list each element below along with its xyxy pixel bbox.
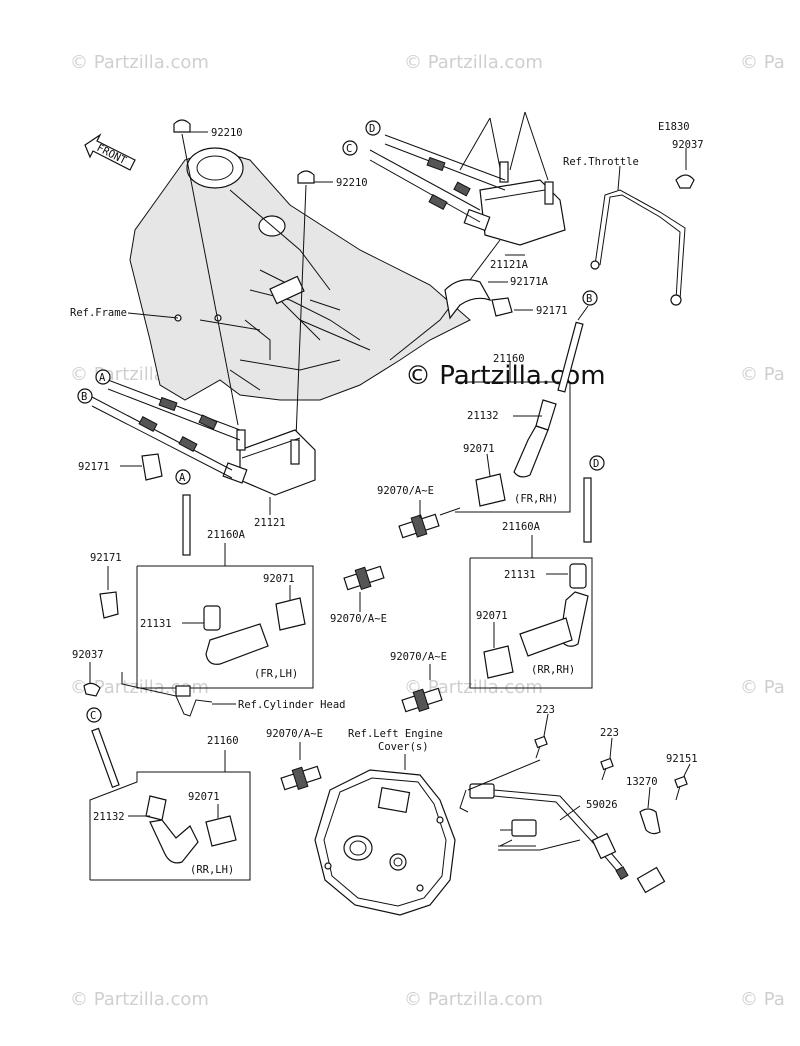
callout-b-left: B <box>77 388 93 404</box>
label-92171-a: 92171 <box>536 305 568 317</box>
label-92171-c: 92171 <box>90 552 122 564</box>
label-92037-b: 92037 <box>72 649 104 661</box>
spark-plug-d <box>280 765 322 791</box>
label-92037-a: 92037 <box>672 139 704 151</box>
callout-d-right: D <box>589 455 605 471</box>
watermark-edge: © Pa <box>740 677 785 698</box>
diagram-code: E1830 <box>658 121 690 133</box>
coil-21121a-drawing <box>369 134 566 246</box>
box-fr-rh: 21160 B 21132 92071 (FR,RH) <box>455 290 598 513</box>
coil-21121-drawing <box>91 379 316 496</box>
nut-92210-b <box>297 170 315 184</box>
label-92171a: 92171A <box>510 276 549 288</box>
label-223-a: 223 <box>536 704 555 716</box>
svg-text:C: C <box>346 143 352 155</box>
clip-92171-a <box>491 297 513 317</box>
ref-frame: Ref.Frame <box>70 307 127 319</box>
label-92210-b: 92210 <box>336 177 368 189</box>
label-21121a: 21121A <box>490 259 529 271</box>
label-92070-c: 92070/A~E <box>390 651 447 663</box>
watermark: © Partzilla.com <box>70 989 209 1010</box>
callout-d-top: D <box>365 120 381 136</box>
plug-lead-d <box>583 477 592 543</box>
label-92071-b: 92071 <box>263 573 295 585</box>
tag-fr-rh: (FR,RH) <box>514 493 558 505</box>
ref-throttle: Ref.Throttle <box>563 156 639 168</box>
bolt-223-a <box>534 735 548 759</box>
watermark: © Partzilla.com <box>70 52 209 73</box>
label-21160-b: 21160 <box>207 735 239 747</box>
watermark-edge: © Pa <box>740 989 785 1010</box>
throttle-bracket-drawing <box>590 174 695 306</box>
watermark: © Partzilla.com <box>404 989 543 1010</box>
label-92171-b: 92171 <box>78 461 110 473</box>
spark-plug-a <box>398 507 461 539</box>
watermark-edge: © Pa <box>740 52 785 73</box>
label-21160a-a: 21160A <box>207 529 246 541</box>
label-21132-b: 21132 <box>93 811 125 823</box>
box-rr-rh: 21131 92071 (RR,RH) <box>469 557 593 689</box>
watermark: © Partzilla.com <box>404 52 543 73</box>
bolt-92151-drawing <box>674 775 688 801</box>
svg-text:D: D <box>593 458 599 470</box>
clip-92171-c <box>99 591 119 619</box>
label-21121: 21121 <box>254 517 286 529</box>
label-21160-a: 21160 <box>493 353 525 365</box>
label-92070-a: 92070/A~E <box>377 485 434 497</box>
ref-engine-cover-1: Ref.Left Engine <box>348 728 443 740</box>
label-92071-c: 92071 <box>476 610 508 622</box>
spark-plug-c <box>401 687 443 713</box>
label-21132-a: 21132 <box>467 410 499 422</box>
engine-cover-drawing <box>314 769 456 916</box>
plug-lead-a <box>182 494 191 556</box>
callout-a-left: A <box>95 369 111 385</box>
ref-cylinder-head: Ref.Cylinder Head <box>238 699 345 711</box>
label-92071-d: 92071 <box>188 791 220 803</box>
wiring-59026-drawing <box>459 783 666 894</box>
box-fr-lh: 21131 92071 (FR,LH) <box>136 565 314 689</box>
spark-plug-b <box>343 565 385 591</box>
front-arrow-icon: FRONT <box>84 133 136 171</box>
clip-92171-b <box>141 453 163 481</box>
tag-fr-lh: (FR,LH) <box>254 668 298 680</box>
callout-a-mid: A <box>175 469 191 485</box>
callout-c-top: C <box>342 140 358 156</box>
clamp-92171a-drawing <box>444 279 492 320</box>
label-92070-b: 92070/A~E <box>330 613 387 625</box>
center-watermark: © Partzilla.com <box>405 361 606 391</box>
tag-rr-lh: (RR,LH) <box>190 864 234 876</box>
label-21131-a: 21131 <box>140 618 172 630</box>
label-92210-a: 92210 <box>211 127 243 139</box>
svg-text:A: A <box>179 472 186 484</box>
watermark-edge: © Pa <box>740 364 785 385</box>
label-92151: 92151 <box>666 753 698 765</box>
clamp-13270-drawing <box>639 808 661 835</box>
front-label: FRONT <box>95 142 129 167</box>
label-21160a-b: 21160A <box>502 521 541 533</box>
label-223-b: 223 <box>600 727 619 739</box>
tag-rr-rh: (RR,RH) <box>531 664 575 676</box>
frame-drawing <box>129 147 471 401</box>
svg-text:B: B <box>586 293 592 305</box>
svg-text:B: B <box>81 391 87 403</box>
ref-engine-cover-2: Cover(s) <box>378 741 429 753</box>
label-21131-b: 21131 <box>504 569 536 581</box>
bolt-223-b <box>600 757 614 781</box>
nut-92210-a <box>173 119 191 133</box>
callout-b-right: B <box>582 290 598 306</box>
callout-c-low: C <box>86 707 102 723</box>
cyl-head-bracket-drawing <box>83 672 213 717</box>
label-13270: 13270 <box>626 776 658 788</box>
svg-text:C: C <box>90 710 96 722</box>
label-59026: 59026 <box>586 799 618 811</box>
box-rr-lh: 21132 92071 (RR,LH) <box>89 771 251 881</box>
label-92070-d: 92070/A~E <box>266 728 323 740</box>
plug-lead-c <box>91 727 120 788</box>
svg-text:A: A <box>99 372 106 384</box>
svg-text:D: D <box>369 123 375 135</box>
label-92071-a: 92071 <box>463 443 495 455</box>
